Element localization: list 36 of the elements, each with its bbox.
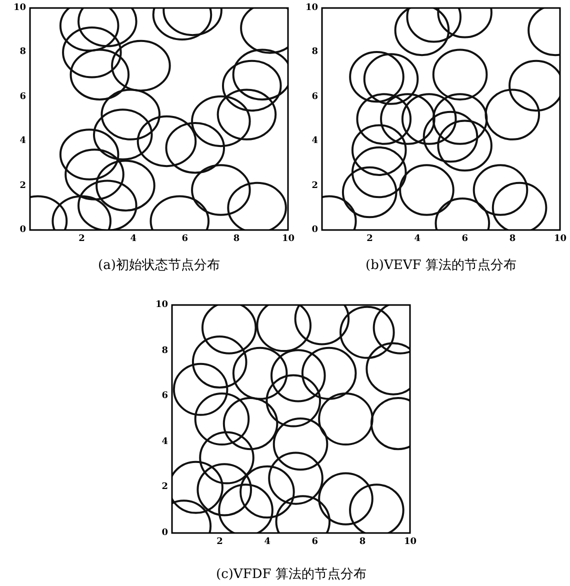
caption: (b)VEVF 算法的节点分布 — [366, 258, 516, 273]
tick-label: 2 — [312, 180, 318, 191]
tick-label: 8 — [20, 47, 26, 58]
tick-label: 0 — [20, 225, 26, 235]
tick-label: 2 — [216, 537, 223, 547]
tick-label: 6 — [462, 234, 468, 244]
tick-label: 10 — [13, 3, 26, 13]
tick-label: 10 — [155, 300, 168, 310]
tick-label: 4 — [162, 436, 168, 447]
tick-label: 6 — [182, 234, 188, 244]
tick-label: 8 — [359, 537, 366, 547]
tick-label: 10 — [282, 234, 295, 244]
tick-label: 0 — [312, 225, 318, 235]
tick-label: 2 — [162, 482, 168, 492]
tick-label: 10 — [554, 234, 567, 244]
tick-label: 4 — [130, 234, 136, 244]
tick-label: 10 — [404, 537, 417, 547]
tick-label: 6 — [312, 92, 318, 102]
tick-label: 2 — [20, 180, 26, 191]
tick-label: 2 — [78, 234, 85, 244]
tick-label: 8 — [312, 47, 318, 58]
tick-label: 6 — [20, 92, 26, 102]
tick-label: 10 — [305, 3, 318, 13]
caption: (c)VFDF 算法的节点分布 — [216, 567, 366, 582]
tick-label: 0 — [162, 528, 168, 538]
caption: (a)初始状态节点分布 — [98, 258, 220, 273]
tick-label: 8 — [233, 234, 240, 244]
tick-label: 8 — [162, 346, 168, 356]
tick-label: 4 — [264, 537, 270, 547]
tick-label: 6 — [312, 537, 318, 547]
tick-label: 4 — [20, 136, 26, 146]
tick-label: 4 — [312, 136, 318, 146]
tick-label: 8 — [509, 234, 516, 244]
tick-label: 4 — [414, 234, 420, 244]
tick-label: 6 — [162, 391, 168, 402]
tick-label: 2 — [366, 234, 373, 244]
